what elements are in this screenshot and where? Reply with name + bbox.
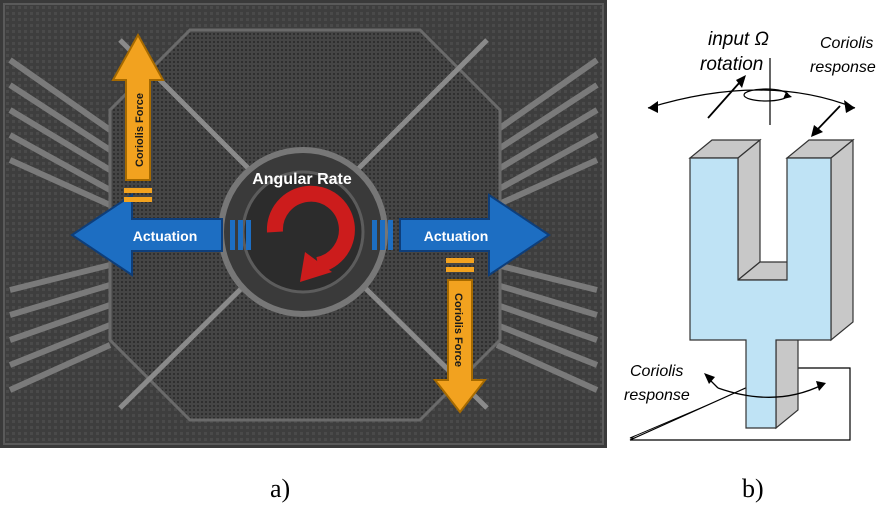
input-rotation-label: input Ω <box>708 29 769 50</box>
caption-b: b) <box>742 474 764 503</box>
svg-text:Actuation: Actuation <box>424 228 489 244</box>
actuation-arrow-right: Actuation <box>399 193 551 277</box>
electrode-bars-left <box>230 220 251 250</box>
coriolis-top-label: Coriolis <box>820 35 873 52</box>
svg-text:Actuation: Actuation <box>133 228 198 244</box>
coriolis-bottom-arrow <box>717 384 823 398</box>
angular-rate-arrow <box>266 185 355 282</box>
coriolis-force-arrow-top: Coriolis Force <box>111 32 165 202</box>
fork-front-face <box>689 157 832 429</box>
coriolis-bottom-label-2: response <box>624 387 690 404</box>
comb-fingers-right <box>495 57 599 393</box>
coriolis-top-label-2: response <box>810 59 876 76</box>
input-rotation-label-2: rotation <box>700 54 763 75</box>
comb-fingers-left <box>8 57 112 393</box>
coriolis-force-arrow-bottom: Coriolis Force <box>432 258 488 414</box>
svg-text:Coriolis Force: Coriolis Force <box>452 293 464 367</box>
electrode-bars-right <box>372 220 393 250</box>
tuning-fork-diagram: input Ω rotation Coriolis response Corio… <box>624 29 876 441</box>
coriolis-top-arrow <box>647 89 856 109</box>
svg-text:Coriolis Force: Coriolis Force <box>134 93 146 167</box>
coriolis-bottom-label: Coriolis <box>630 363 683 380</box>
caption-a: a) <box>270 474 291 503</box>
angular-rate-label: Angular Rate <box>252 171 352 188</box>
mems-gyroscope-image: Angular Rate Actuation Actuation Corioli… <box>0 0 607 448</box>
